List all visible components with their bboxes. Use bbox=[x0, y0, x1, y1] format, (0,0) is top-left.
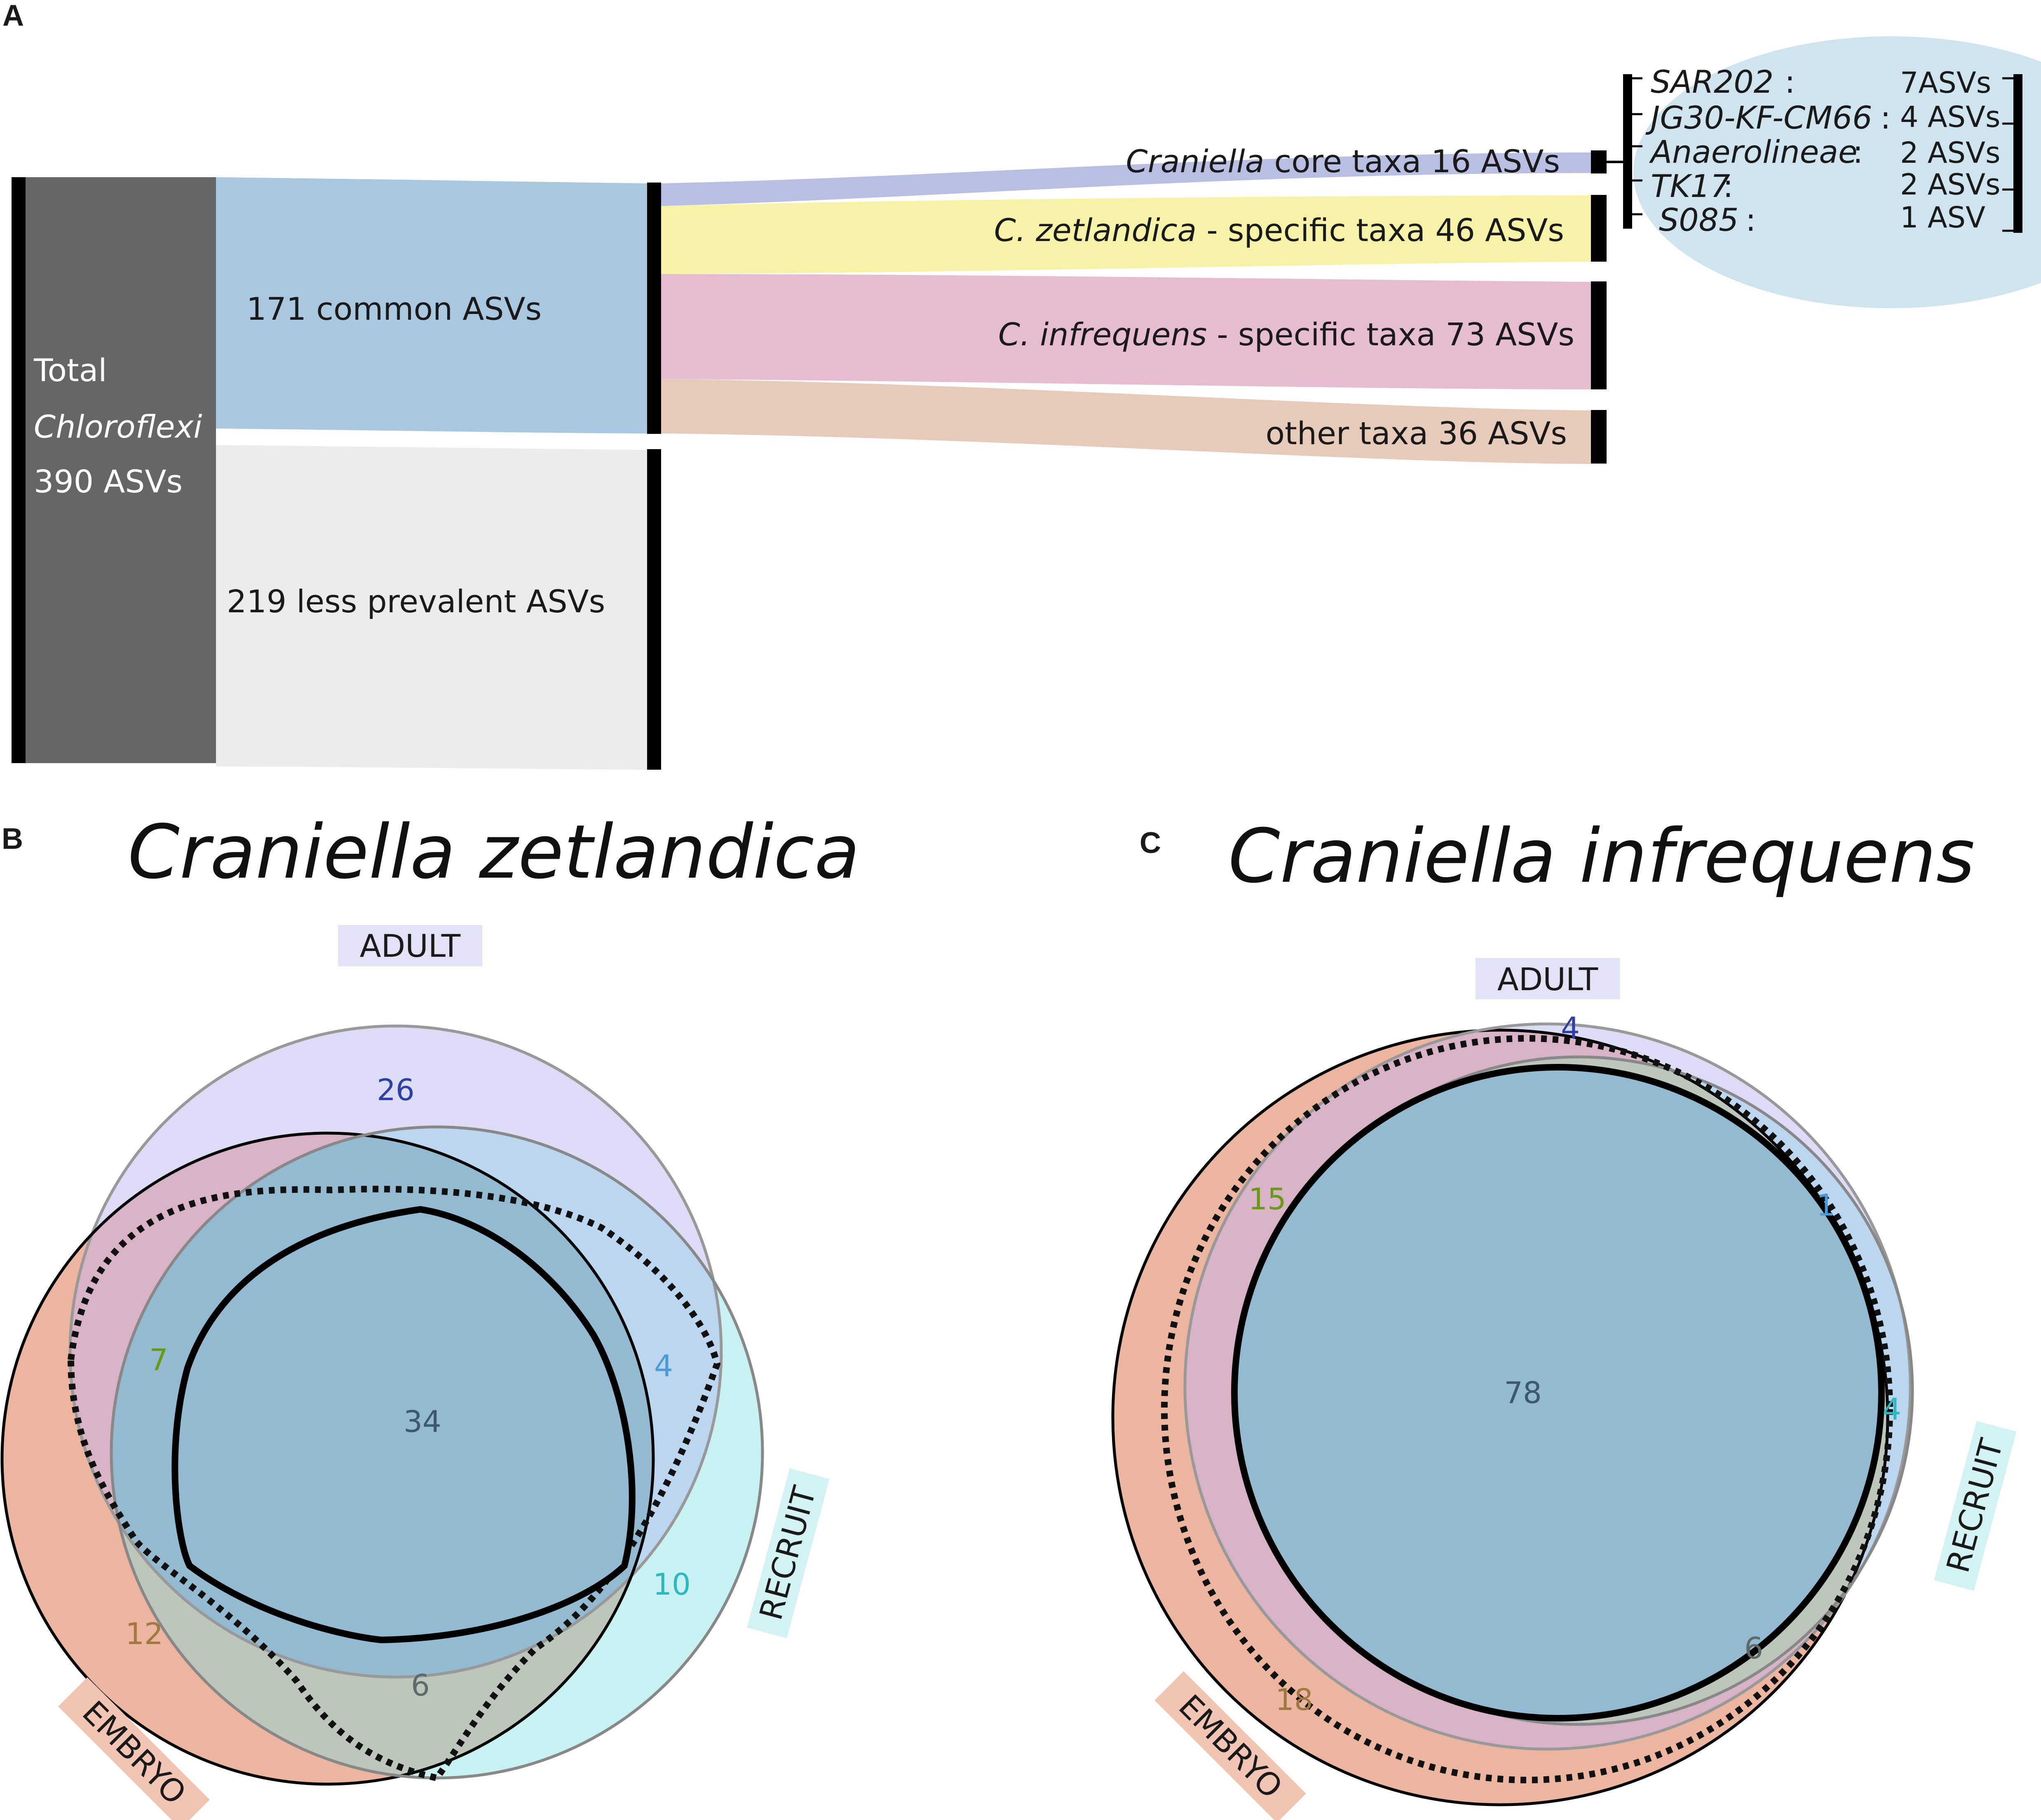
zet-adult-outline bbox=[68, 1024, 723, 1679]
common-asvs-label: 171 common ASVs bbox=[246, 290, 542, 327]
total-label-line3: 390 ASVs bbox=[34, 463, 183, 500]
total-label-line2: Chloroflexi bbox=[34, 408, 202, 445]
zet-adult-label: ADULT bbox=[360, 928, 461, 964]
inf-recruit-label-group: RECRUIT bbox=[1934, 1421, 2017, 1591]
zetlandica-node bbox=[1591, 195, 1607, 262]
inf-dotted-boundary bbox=[1161, 1035, 1893, 1783]
core-breakdown-ellipse bbox=[1633, 36, 2041, 308]
zet-recruit-label: RECRUIT bbox=[752, 1482, 823, 1623]
total-node-edge bbox=[12, 177, 26, 763]
panel-letter-b: B bbox=[2, 822, 23, 855]
common-node bbox=[647, 183, 661, 434]
inf-core-boundary bbox=[1231, 1064, 1885, 1722]
breakdown-sep-4: : bbox=[1723, 168, 1734, 204]
breakdown-sep-1: : bbox=[1785, 63, 1795, 100]
infrequens-node bbox=[1591, 281, 1607, 389]
breakdown-bracket-left bbox=[1623, 74, 1632, 229]
less-prevalent-flow bbox=[216, 445, 647, 770]
breakdown-count-3: 2 ASVs bbox=[1900, 136, 2000, 170]
breakdown-count-5: 1 ASV bbox=[1900, 201, 1985, 234]
zet-count-embryo-recruit: 6 bbox=[411, 1668, 430, 1703]
sankey-panel: A Total Chloroflexi 390 ASVs 171 common … bbox=[2, 0, 2041, 770]
breakdown-taxon-3: Anaerolineae bbox=[1649, 134, 1858, 170]
other-taxa-flow bbox=[661, 379, 1591, 464]
zetlandica-flow bbox=[661, 195, 1591, 274]
other-taxa-node bbox=[1591, 410, 1607, 464]
inf-embryo-outline bbox=[1111, 1028, 1889, 1806]
less-prevalent-label: 219 less prevalent ASVs bbox=[227, 583, 605, 620]
core-taxa-label: Craniella core taxa 16 ASVs bbox=[1126, 143, 1560, 180]
inf-adult-outline bbox=[1183, 1022, 1912, 1751]
inf-count-recruit-only: 4 bbox=[1882, 1392, 1901, 1426]
zet-count-adult-recruit: 4 bbox=[654, 1349, 673, 1383]
breakdown-taxon-2: JG30-KF-CM66 bbox=[1645, 99, 1872, 136]
breakdown-count-2: 4 ASVs bbox=[1900, 100, 2000, 134]
zet-recruit-outline bbox=[110, 1125, 764, 1780]
infrequens-taxa-label: C. infrequens - specific taxa 73 ASVs bbox=[998, 316, 1574, 353]
zet-count-recruit-only: 10 bbox=[653, 1567, 691, 1602]
inf-count-adult-recruit: 1 bbox=[1816, 1188, 1835, 1223]
breakdown-count-4: 2 ASVs bbox=[1900, 168, 2000, 201]
inf-count-adult-embryo: 15 bbox=[1248, 1182, 1286, 1216]
panel-letter-c: C bbox=[1140, 827, 1161, 860]
breakdown-taxon-1: SAR202 bbox=[1651, 63, 1774, 100]
zet-core-boundary bbox=[171, 1206, 636, 1644]
core-node bbox=[1591, 150, 1607, 173]
total-label-line1: Total bbox=[33, 352, 107, 389]
breakdown-taxon-4: TK17 bbox=[1651, 168, 1730, 204]
zet-count-all-three: 34 bbox=[404, 1404, 441, 1439]
core-breakdown-list: SAR202 : 7ASVs JG30-KF-CM66 : 4 ASVs Ana… bbox=[1631, 63, 2013, 238]
other-taxa-label: other taxa 36 ASVs bbox=[1266, 415, 1567, 452]
venn-infrequens-panel: C Craniella infrequens ADULT EMBRYO RECR… bbox=[1111, 813, 2017, 1820]
inf-recruit-label: RECRUIT bbox=[1939, 1435, 2010, 1576]
zet-count-adult-embryo: 7 bbox=[149, 1342, 168, 1377]
breakdown-sep-5: : bbox=[1745, 201, 1756, 238]
inf-count-embryo-only: 18 bbox=[1275, 1682, 1313, 1717]
inf-adult-label-bg bbox=[1476, 958, 1620, 999]
venn-zetlandica-title: Craniella zetlandica bbox=[128, 809, 860, 895]
inf-embryo-label-bg bbox=[1154, 1671, 1306, 1820]
zet-count-adult-only: 26 bbox=[377, 1073, 415, 1107]
breakdown-sep-3: : bbox=[1853, 134, 1863, 170]
breakdown-taxon-5: S085 bbox=[1659, 201, 1738, 238]
inf-count-all-three: 78 bbox=[1504, 1375, 1542, 1410]
inf-adult-label: ADULT bbox=[1497, 961, 1598, 998]
common-asvs-flow bbox=[216, 177, 647, 433]
inf-recruit-label-bg bbox=[1934, 1421, 2017, 1591]
venn-infrequens-title: Craniella infrequens bbox=[1228, 813, 1975, 899]
less-prevalent-node bbox=[647, 449, 661, 770]
infrequens-flow bbox=[661, 274, 1591, 389]
panel-letter-a: A bbox=[2, 0, 24, 32]
zet-recruit-label-bg bbox=[747, 1468, 830, 1638]
inf-count-embryo-recruit: 6 bbox=[1744, 1631, 1763, 1665]
zetlandica-taxa-label: C. zetlandica - specific taxa 46 ASVs bbox=[994, 212, 1564, 248]
inf-count-adult-only: 4 bbox=[1561, 1011, 1580, 1045]
zet-count-embryo-only: 12 bbox=[125, 1616, 163, 1651]
zet-embryo-label-bg bbox=[58, 1677, 210, 1820]
breakdown-count-1: 7ASVs bbox=[1900, 66, 1991, 100]
breakdown-bracket-right bbox=[2013, 74, 2022, 233]
breakdown-sep-2: : bbox=[1880, 99, 1891, 136]
core-flow bbox=[661, 152, 1591, 206]
zet-adult-label-bg bbox=[338, 925, 482, 966]
zet-embryo-outline bbox=[0, 1131, 655, 1786]
total-node bbox=[12, 177, 216, 763]
venn-zetlandica-panel: B Craniella zetlandica ADULT EMBRYO RECR… bbox=[0, 809, 860, 1820]
